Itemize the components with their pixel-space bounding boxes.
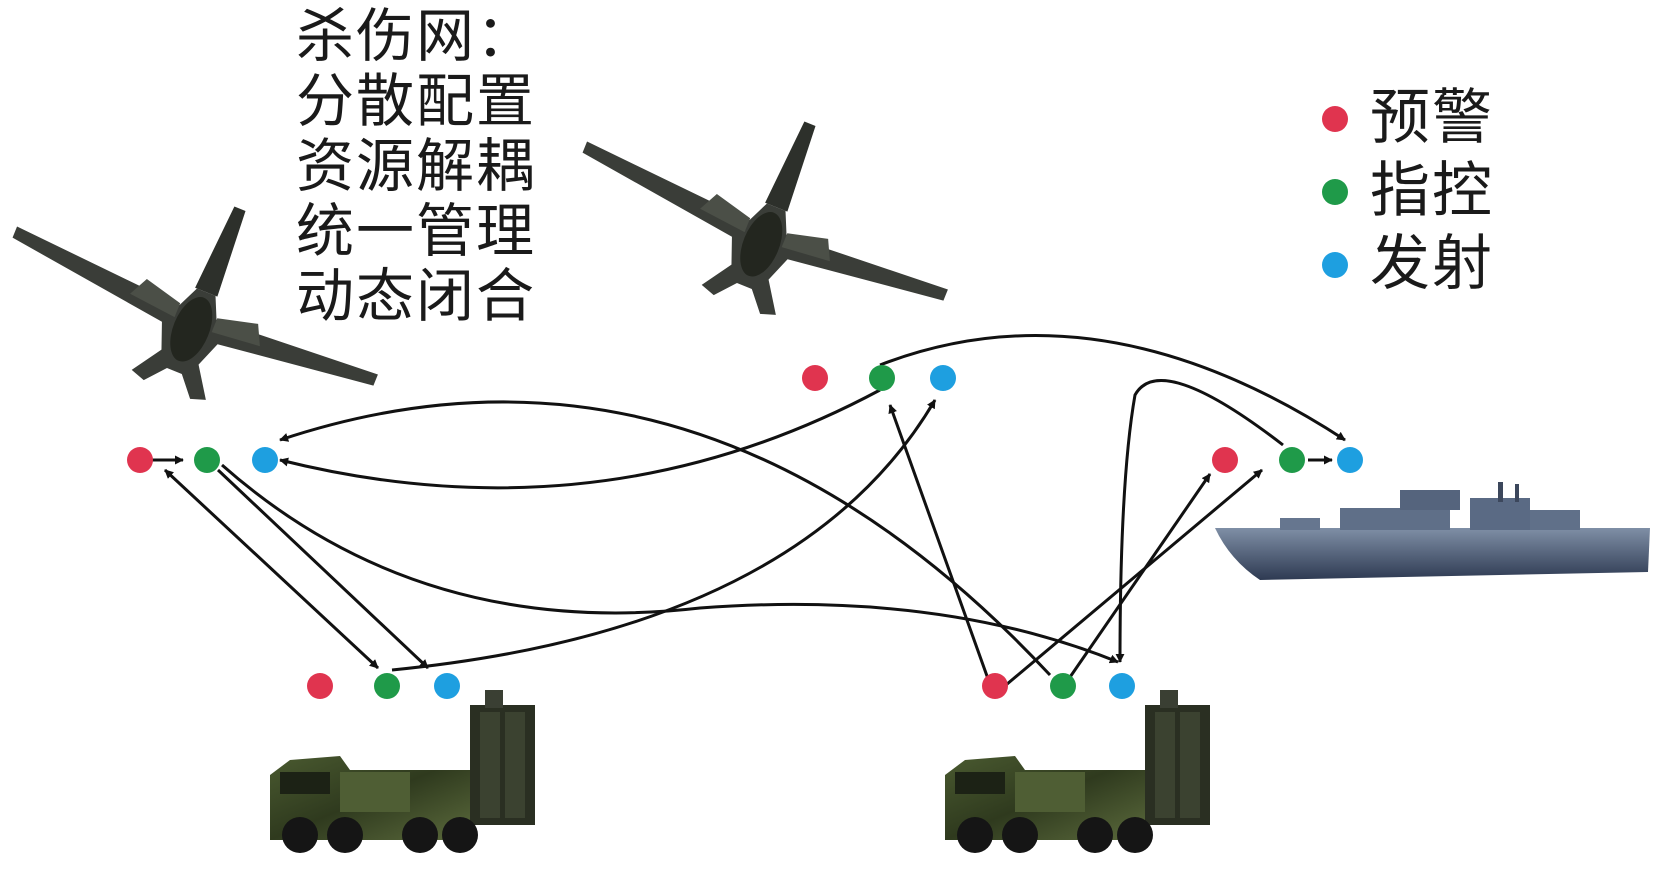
link-lines (152, 334, 1346, 692)
legend-label-warning: 预警 (1370, 83, 1494, 153)
link-arrow (221, 463, 1119, 664)
command-node-dot (1050, 673, 1076, 699)
command-node-dot (374, 673, 400, 699)
fighter-jet-icon (582, 121, 948, 315)
green-dot-icon (1322, 178, 1348, 205)
launch-node-dot (252, 447, 278, 473)
link-arrow (1066, 473, 1212, 681)
launch-node-dot (1337, 447, 1363, 473)
legend: 预警 指控 发射 (1322, 82, 1494, 301)
title-line-4: 统一管理 (296, 197, 537, 265)
warning-node-dot (982, 673, 1008, 699)
warning-node-dot (802, 365, 828, 391)
fighter-jet-icon (12, 206, 378, 400)
title-line-1: 杀伤网： (296, 2, 537, 70)
link-arrow (391, 399, 937, 672)
missile-launcher-truck-icon (945, 690, 1210, 853)
link-arrow (888, 404, 994, 691)
missile-launcher-truck-icon (270, 690, 535, 853)
link-arrow (879, 334, 1346, 442)
command-node-dot (194, 447, 220, 473)
link-arrow (216, 468, 430, 670)
warning-node-dot (127, 447, 153, 473)
launch-node-dot (1109, 673, 1135, 699)
title-block: 杀伤网： 分散配置 资源解耦 统一管理 动态闭合 (296, 4, 536, 329)
link-arrow (163, 468, 380, 670)
blue-dot-icon (1322, 251, 1348, 278)
link-arrow (279, 388, 881, 490)
title-line-2: 分散配置 (296, 67, 537, 135)
command-node-dot (869, 365, 895, 391)
legend-label-command: 指控 (1370, 156, 1494, 226)
legend-item-command: 指控 (1322, 155, 1494, 228)
legend-item-warning: 预警 (1322, 82, 1494, 155)
title-line-3: 资源解耦 (296, 132, 537, 200)
legend-label-launch: 发射 (1370, 229, 1494, 299)
link-arrow (279, 400, 1052, 677)
warship-icon (1215, 482, 1650, 580)
red-dot-icon (1322, 105, 1348, 132)
command-node-dot (1279, 447, 1305, 473)
link-arrow (999, 468, 1263, 692)
launch-node-dot (930, 365, 956, 391)
warning-node-dot (1212, 447, 1238, 473)
legend-item-launch: 发射 (1322, 228, 1494, 301)
title-line-5: 动态闭合 (296, 262, 537, 330)
launch-node-dot (434, 673, 460, 699)
link-arrow (1115, 379, 1284, 663)
node-dots (127, 365, 1363, 699)
warning-node-dot (307, 673, 333, 699)
